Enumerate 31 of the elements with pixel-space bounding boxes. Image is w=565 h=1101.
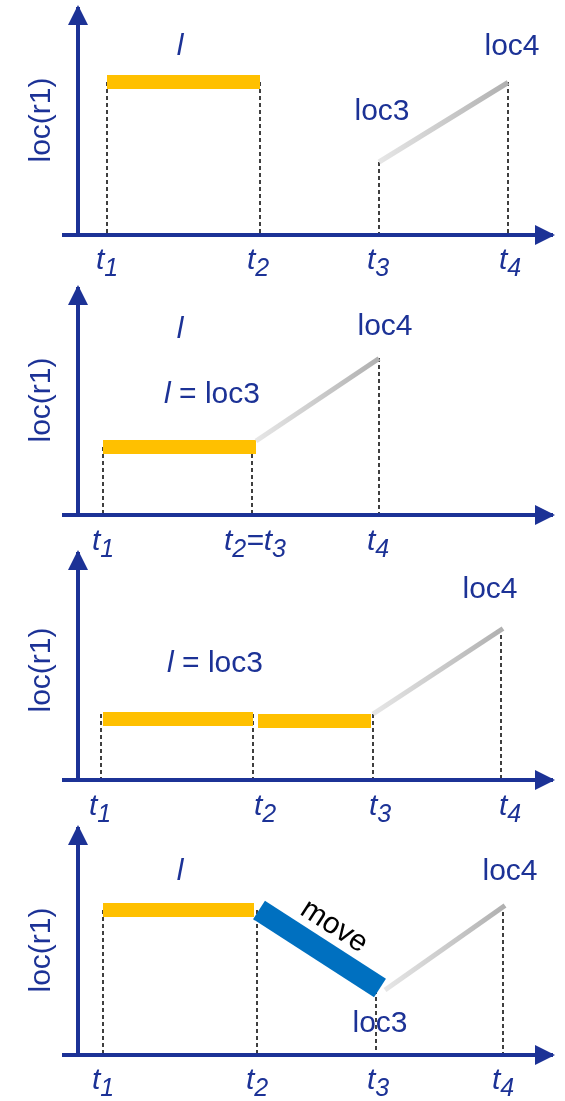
axis-label: loc(r1) <box>25 77 55 163</box>
value-label: loc4 <box>482 855 538 885</box>
time-label: t$_{3}$ <box>368 790 392 826</box>
axis-label: loc(r1) <box>25 627 55 713</box>
time-label: t$_{1}$ <box>91 1064 115 1100</box>
time-label: t$_{4}$ <box>498 244 522 280</box>
value-label: loc3 <box>352 1007 408 1037</box>
value-label: loc3 <box>354 95 410 125</box>
action-label: move <box>296 892 374 958</box>
variable-label: l <box>176 855 184 885</box>
axis-label: loc(r1) <box>25 357 55 443</box>
value-label: loc4 <box>462 573 518 603</box>
value-label: loc4 <box>357 310 413 340</box>
time-label: t$_{1}$ <box>95 244 119 280</box>
time-label: t$_{1}$ <box>91 525 115 561</box>
axis-label: loc(r1) <box>25 907 55 993</box>
time-label: t$_{2}$ <box>253 790 277 826</box>
value-label: l = loc3 <box>167 647 263 677</box>
time-label: t$_{4}$ <box>491 1064 515 1100</box>
value-label: l = loc3 <box>164 378 260 408</box>
value-label: loc4 <box>484 30 540 60</box>
time-label: t$_{2}$ <box>245 1064 269 1100</box>
time-label: t$_{3}$ <box>366 244 390 280</box>
time-label: t$_{1}$ <box>88 790 112 826</box>
time-label: t$_{3}$ <box>366 1064 390 1100</box>
variable-label: l <box>176 30 184 60</box>
time-label: t$_{4}$ <box>366 525 390 561</box>
time-label: t$_{2}$ <box>246 244 270 280</box>
time-label: t$_{4}$ <box>498 790 522 826</box>
variable-label: l <box>176 313 184 343</box>
time-label: t$_{2}$=t$_{3}$ <box>224 525 286 561</box>
